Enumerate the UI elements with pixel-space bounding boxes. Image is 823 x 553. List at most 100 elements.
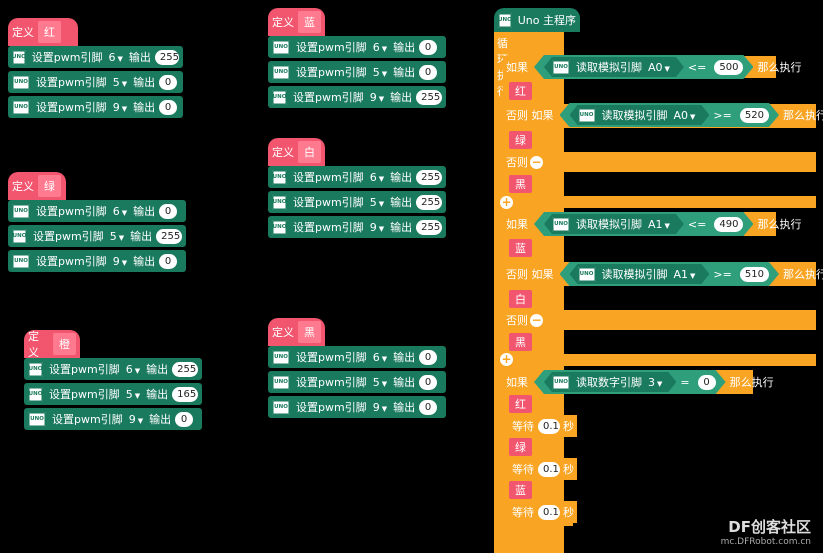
- pin-select[interactable]: 5▼: [369, 195, 385, 209]
- function-name[interactable]: 绿: [38, 175, 61, 197]
- pin-select[interactable]: 9▼: [369, 220, 385, 234]
- function-name[interactable]: 橙: [53, 333, 76, 355]
- compare-value[interactable]: 520: [740, 108, 769, 123]
- wait-seconds[interactable]: 0.1: [538, 418, 560, 434]
- output-value[interactable]: 0: [175, 411, 194, 427]
- compare-value[interactable]: 500: [714, 60, 743, 75]
- pin-select[interactable]: 9▼: [112, 100, 128, 114]
- uno-board-icon: UNO: [12, 74, 30, 90]
- pin-select[interactable]: 5▼: [372, 375, 388, 389]
- output-value[interactable]: 0: [419, 349, 438, 365]
- output-value[interactable]: 255: [154, 49, 179, 65]
- call-block[interactable]: 蓝: [509, 239, 532, 257]
- pin-select[interactable]: 6▼: [108, 50, 123, 64]
- pin-select[interactable]: 9▼: [372, 400, 388, 414]
- pin-select[interactable]: 6▼: [372, 40, 388, 54]
- pin-select[interactable]: 5▼: [125, 387, 141, 401]
- define-block-1[interactable]: 定义绿: [8, 172, 66, 200]
- pin-select[interactable]: 9▼: [369, 90, 385, 104]
- pin-select[interactable]: 6▼: [372, 350, 388, 364]
- output-value[interactable]: 255: [416, 194, 442, 210]
- else-block-2[interactable]: [503, 310, 816, 330]
- analog-pin-select[interactable]: A1▼: [648, 217, 670, 231]
- function-name[interactable]: 黑: [298, 321, 321, 343]
- function-name[interactable]: 蓝: [298, 11, 321, 33]
- pin-select[interactable]: 6▼: [369, 170, 385, 184]
- output-value[interactable]: 0: [419, 374, 438, 390]
- compare-value[interactable]: 0: [698, 375, 716, 390]
- wait-seconds[interactable]: 0.1: [538, 461, 560, 477]
- analog-pin-select[interactable]: A0▼: [673, 108, 696, 122]
- pin-select[interactable]: 5▼: [109, 229, 125, 243]
- main-hat[interactable]: UNO Uno 主程序: [494, 8, 580, 32]
- define-block-4[interactable]: 定义白: [268, 138, 325, 166]
- output-value[interactable]: 0: [159, 99, 178, 115]
- call-block[interactable]: 白: [509, 290, 532, 308]
- analog-pin-select[interactable]: A1▼: [673, 267, 696, 281]
- pin-select[interactable]: 5▼: [372, 65, 388, 79]
- pin-select[interactable]: 6▼: [112, 204, 128, 218]
- output-value[interactable]: 255: [416, 169, 442, 185]
- wait-seconds[interactable]: 0.1: [538, 504, 560, 520]
- analog-pin-select[interactable]: A0▼: [648, 60, 670, 74]
- call-block[interactable]: 绿: [509, 131, 532, 149]
- call-block[interactable]: 蓝: [509, 481, 532, 499]
- output-value[interactable]: 255: [416, 219, 442, 235]
- pin-select[interactable]: 9▼: [128, 412, 144, 426]
- output-value[interactable]: 0: [419, 399, 438, 415]
- remove-else-icon[interactable]: −: [530, 312, 543, 327]
- pin-select[interactable]: 9▼: [112, 254, 128, 268]
- output-value[interactable]: 255: [416, 89, 442, 105]
- define-block-3[interactable]: 定义蓝: [268, 8, 325, 36]
- remove-else-icon[interactable]: −: [530, 154, 543, 169]
- call-block[interactable]: 黑: [509, 175, 532, 193]
- output-value[interactable]: 255: [172, 361, 198, 377]
- output-value[interactable]: 0: [159, 203, 178, 219]
- define-block-2[interactable]: 定义橙: [24, 330, 80, 359]
- compare-value[interactable]: 490: [714, 217, 743, 232]
- else-block-1[interactable]: [503, 152, 816, 172]
- call-block[interactable]: 红: [509, 82, 532, 100]
- output-value[interactable]: 165: [172, 386, 198, 402]
- output-value[interactable]: 0: [419, 39, 438, 55]
- pin-select[interactable]: 5▼: [112, 75, 128, 89]
- compare-value[interactable]: 510: [740, 267, 769, 282]
- pin-select[interactable]: 6▼: [125, 362, 141, 376]
- output-value[interactable]: 0: [159, 74, 178, 90]
- call-block[interactable]: 红: [509, 395, 532, 413]
- function-name[interactable]: 白: [298, 141, 321, 163]
- define-block-0[interactable]: 定义红: [8, 18, 78, 46]
- call-block[interactable]: 绿: [509, 438, 532, 456]
- digital-pin-select[interactable]: 3▼: [648, 375, 663, 389]
- output-value[interactable]: 0: [159, 253, 178, 269]
- add-branch-icon[interactable]: +: [500, 195, 513, 209]
- output-value[interactable]: 255: [156, 228, 182, 244]
- define-block-5[interactable]: 定义黑: [268, 318, 325, 346]
- add-branch-icon[interactable]: +: [500, 352, 513, 366]
- call-block[interactable]: 黑: [509, 333, 532, 351]
- function-name[interactable]: 红: [38, 21, 61, 43]
- output-value[interactable]: 0: [419, 64, 438, 80]
- uno-board-icon: UNO: [272, 374, 290, 390]
